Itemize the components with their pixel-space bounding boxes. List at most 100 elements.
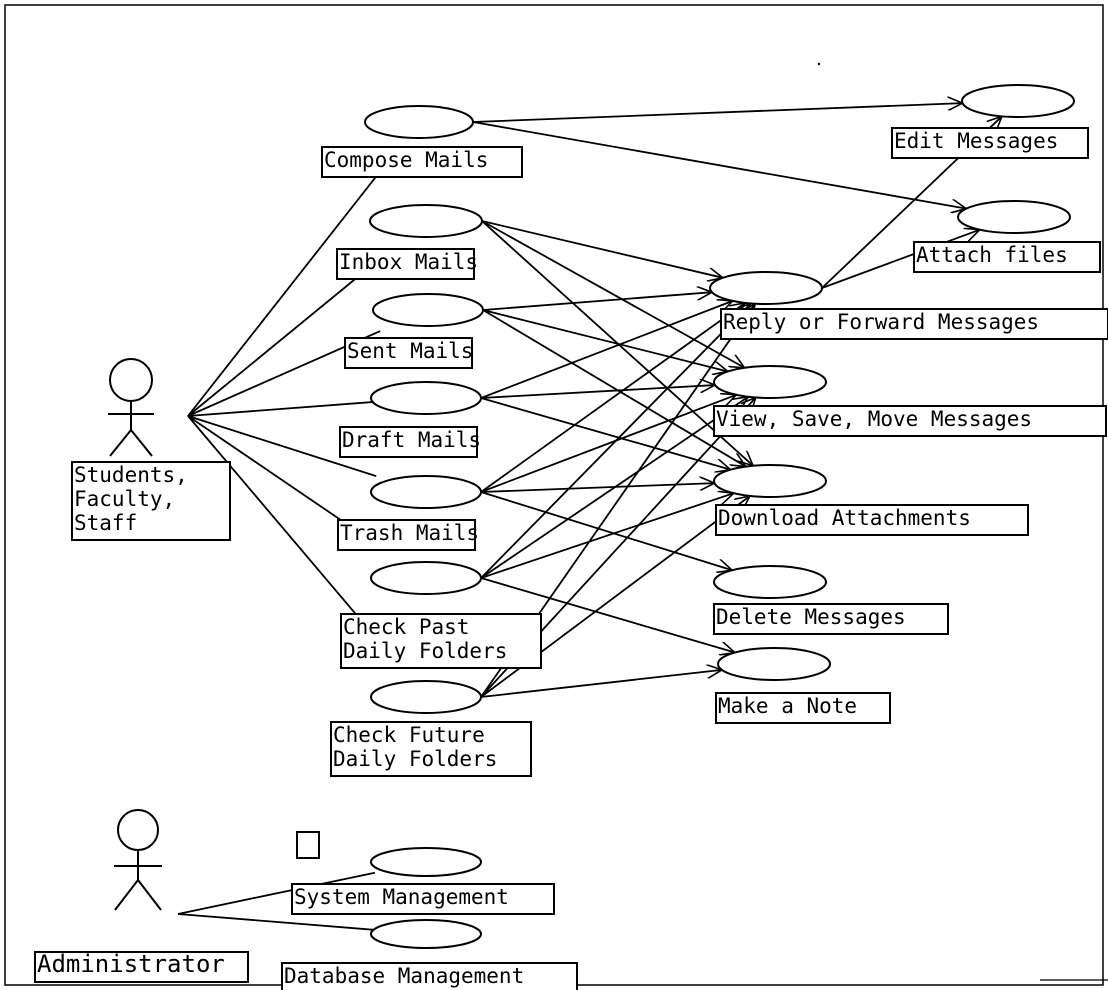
draft-label-box: [339, 426, 478, 458]
future-label-box: [330, 721, 532, 777]
draft-ellipse: [370, 381, 482, 415]
delete-label-line: Delete Messages: [716, 605, 906, 629]
sysmgmt-label: System Management: [294, 885, 509, 909]
edge-draft-to-download: [480, 397, 731, 470]
edge-past-to-download: [480, 493, 734, 579]
actor-admin-right-leg: [137, 879, 162, 911]
attach-ellipse: [957, 200, 1071, 234]
note-label-box: [715, 692, 891, 724]
future-ellipse: [370, 680, 482, 714]
future-label-line: Daily Folders: [333, 747, 497, 771]
actor-users: [108, 358, 154, 457]
inbox-label: Inbox Mails: [339, 250, 478, 274]
edge-trash-to-reply: [480, 303, 745, 493]
reply-label: Reply or Forward Messages: [723, 310, 1039, 334]
note-label: Make a Note: [718, 694, 857, 718]
edge-users-to-draft: [187, 401, 374, 417]
dbmgmt-label: Database Management: [284, 964, 524, 988]
view-ellipse: [713, 365, 827, 399]
edge-inbox-to-reply: [481, 220, 723, 278]
sent-label-line: Sent Mails: [347, 339, 473, 363]
past-label-box: [340, 613, 542, 669]
past-label-line: Check Past: [343, 615, 469, 639]
edge-reply-to-attach: [821, 230, 980, 289]
delete-label: Delete Messages: [716, 605, 906, 629]
delete-ellipse: [713, 565, 827, 599]
attach-label-box: [913, 241, 1101, 273]
edge-users-to-inbox: [187, 254, 386, 417]
edge-sent-to-view: [482, 309, 728, 371]
edge-trash-to-download: [480, 483, 714, 493]
scan-artifact-dot: [817, 62, 821, 66]
edge-compose-to-attach: [472, 121, 966, 209]
view-label-box: [713, 405, 1107, 437]
sent-ellipse: [372, 293, 484, 327]
actor-admin-left-leg: [114, 879, 139, 911]
inbox-label-line: Inbox Mails: [339, 250, 478, 274]
attach-label: Attach files: [916, 243, 1068, 267]
sysmgmt-label-line: System Management: [294, 885, 509, 909]
sent-label-box: [344, 337, 473, 369]
draft-label-line: Draft Mails: [342, 428, 481, 452]
reply-label-line: Reply or Forward Messages: [723, 310, 1039, 334]
reply-ellipse: [709, 271, 823, 305]
sysmgmt-ellipse: [370, 847, 482, 877]
edge-past-to-view: [480, 397, 748, 579]
trash-label-box: [337, 519, 476, 551]
edit-ellipse: [961, 84, 1075, 118]
edge-inbox-to-view: [481, 220, 745, 368]
users-label-line: Students,: [74, 463, 188, 487]
edge-past-to-reply: [480, 303, 751, 579]
admin-label-box: [34, 951, 249, 983]
dbmgmt-label-box: [281, 962, 578, 990]
download-label-line: Download Attachments: [718, 506, 971, 530]
edge-sent-to-reply: [482, 292, 712, 311]
past-ellipse: [370, 561, 482, 595]
draft-label: Draft Mails: [342, 428, 481, 452]
actor-users-left-leg: [109, 429, 132, 457]
dbmgmt-ellipse: [370, 919, 482, 949]
edge-admin-to-dbmgmt: [177, 913, 374, 931]
edge-users-to-compose: [187, 161, 389, 417]
inbox-label-box: [336, 248, 475, 280]
use-case-labels: Students,Faculty,StaffAdministratorCompo…: [34, 127, 1108, 990]
edge-future-to-note: [480, 670, 722, 698]
actor-users-head: [109, 358, 153, 402]
download-label-box: [715, 504, 1029, 536]
delete-label-box: [713, 603, 949, 635]
actor-admin: [114, 809, 162, 911]
view-label: View, Save, Move Messages: [716, 407, 1032, 431]
edge-compose-to-edit: [472, 103, 963, 123]
small-square: [296, 831, 320, 859]
edge-admin-to-sysmgmt: [177, 871, 376, 915]
sysmgmt-label-box: [291, 883, 555, 915]
edge-sent-to-download: [482, 309, 746, 467]
trash-label: Trash Mails: [340, 521, 479, 545]
users-label-line: Faculty,: [74, 487, 175, 511]
users-label-line: Staff: [74, 511, 137, 535]
view-label-line: View, Save, Move Messages: [716, 407, 1032, 431]
edit-label: Edit Messages: [894, 129, 1058, 153]
edit-label-line: Edit Messages: [894, 129, 1058, 153]
admin-label-line: Administrator: [37, 950, 225, 978]
note-ellipse: [717, 647, 831, 681]
trash-label-line: Trash Mails: [340, 521, 479, 545]
compose-label-box: [321, 146, 523, 178]
edge-past-to-note: [480, 577, 735, 653]
edit-label-box: [891, 127, 1089, 159]
note-label-line: Make a Note: [718, 694, 857, 718]
edge-users-to-trash: [187, 415, 377, 477]
trash-ellipse: [370, 475, 482, 509]
users-label-box: [71, 461, 231, 541]
edge-trash-to-delete: [480, 491, 732, 570]
future-label-line: Check Future: [333, 723, 485, 747]
users-label: Students,Faculty,Staff: [74, 463, 188, 535]
actor-users-right-leg: [130, 429, 153, 457]
download-label: Download Attachments: [718, 506, 971, 530]
edge-draft-to-view: [480, 385, 715, 399]
dbmgmt-label-line: Database Management: [284, 964, 524, 988]
download-ellipse: [713, 464, 827, 498]
